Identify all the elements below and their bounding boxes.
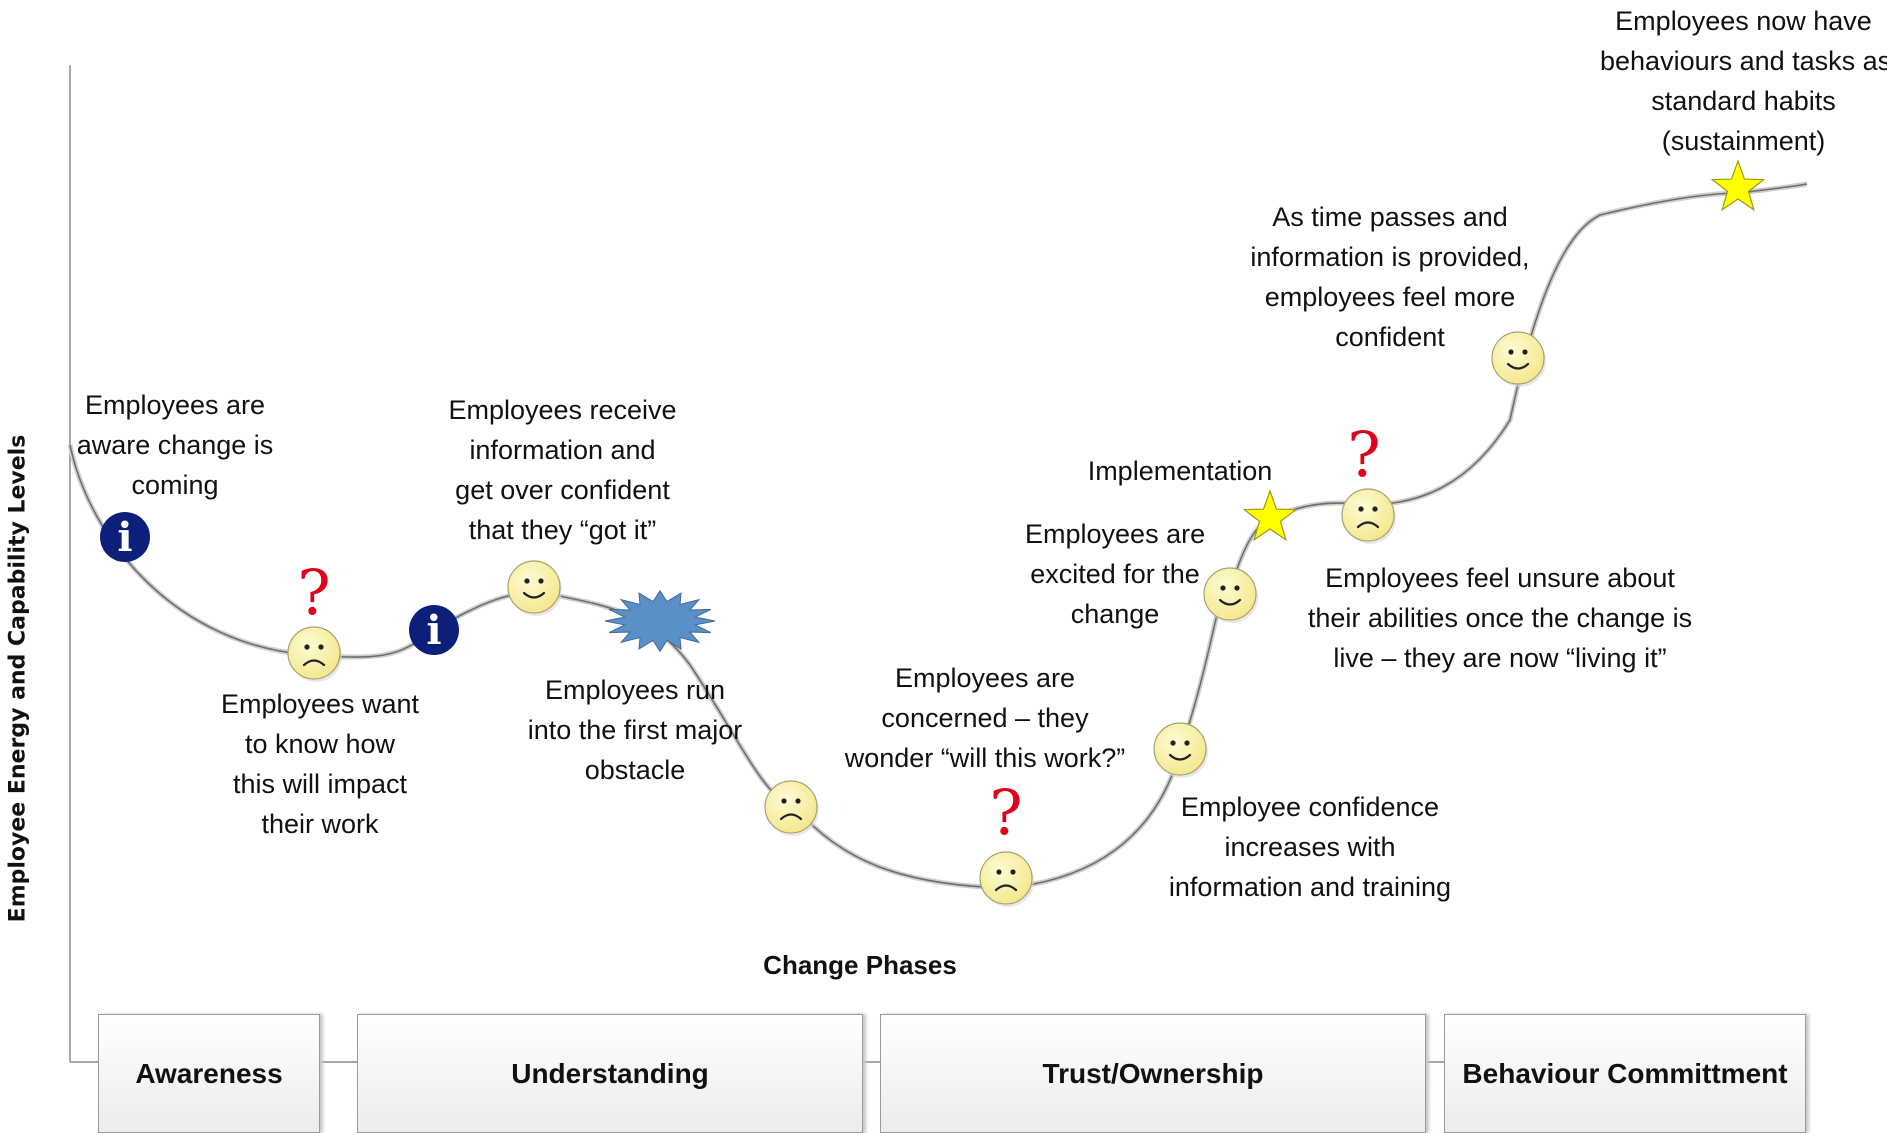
obstacle-burst-icon (604, 589, 716, 653)
sad-face-2 (764, 780, 819, 836)
phase-box-awareness: Awareness (98, 1014, 320, 1133)
happy-face-3 (1203, 567, 1258, 623)
info-icon-1: i (100, 512, 150, 562)
svg-text:?: ? (1347, 418, 1380, 491)
sad-face-3 (979, 851, 1034, 907)
implementation-star-icon (1242, 489, 1298, 542)
happy-face-4 (1491, 331, 1546, 387)
question-mark-icon-2: ? (989, 776, 1022, 849)
x-axis-title: Change Phases (763, 950, 957, 980)
annotation-unsure: Employees feel unsure about their abilit… (1307, 563, 1693, 673)
phase-label: Trust/Ownership (1042, 1057, 1264, 1089)
annotation-habits: Employees now have behaviours and tasks … (1600, 6, 1887, 156)
sustainment-star-icon (1710, 159, 1766, 212)
question-mark-icon-1: ? (297, 556, 330, 629)
sad-face-4 (1341, 488, 1396, 544)
annotation-concerned: Employees are concerned – they wonder “w… (844, 663, 1126, 773)
svg-text:?: ? (989, 776, 1022, 849)
sad-face-1 (287, 626, 342, 682)
annotation-want-to-know: Employees want to know how this will imp… (220, 689, 420, 839)
svg-text:?: ? (297, 556, 330, 629)
happy-face-2 (1153, 722, 1208, 778)
y-axis-title: Employee Energy and Capability Levels (5, 434, 31, 923)
phase-label: Behaviour Committment (1462, 1057, 1788, 1089)
markers-layer: i? i?? (100, 159, 1766, 907)
annotation-aware: Employees are aware change is coming (76, 390, 274, 500)
happy-face-1 (507, 560, 562, 616)
svg-text:i: i (426, 607, 441, 654)
phase-box-understanding: Understanding (357, 1014, 863, 1133)
annotation-implementation: Implementation (1087, 456, 1273, 486)
annotation-time-passes: As time passes and information is provid… (1250, 202, 1530, 352)
svg-text:i: i (117, 514, 132, 561)
phase-label: Understanding (511, 1057, 709, 1089)
phase-box-trust-ownership: Trust/Ownership (880, 1014, 1426, 1133)
info-icon-2: i (409, 605, 459, 655)
annotation-receive-info: Employees receive information and get ov… (448, 395, 677, 545)
annotation-excited: Employees are excited for the change (1025, 519, 1206, 629)
annotation-first-obstacle: Employees run into the first major obsta… (527, 675, 743, 785)
phase-box-behaviour-commitment: Behaviour Committment (1444, 1014, 1806, 1133)
question-mark-icon-3: ? (1347, 418, 1380, 491)
phase-label: Awareness (135, 1057, 283, 1089)
annotation-confidence-increases: Employee confidence increases with infor… (1168, 792, 1452, 902)
